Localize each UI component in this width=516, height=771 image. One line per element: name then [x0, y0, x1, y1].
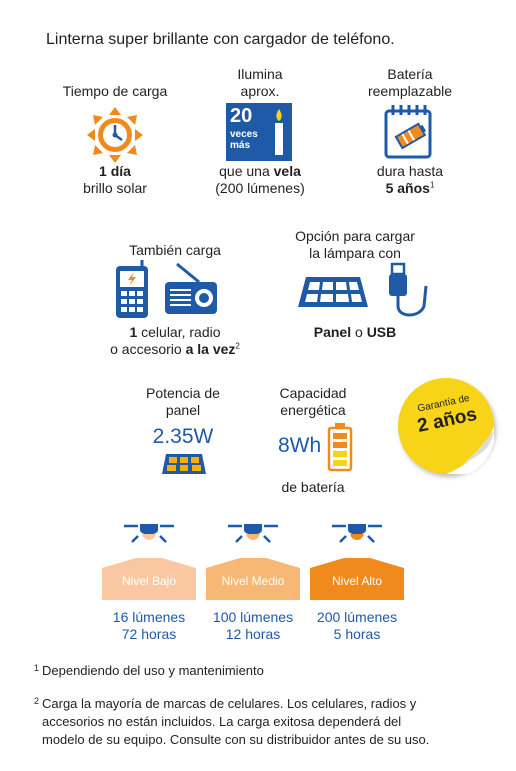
- battery-desc: dura hasta 5 años1: [376, 163, 444, 196]
- light-beam-low: [102, 558, 196, 600]
- charge-time-label: Tiempo de carga: [62, 83, 168, 99]
- badge-text: veces más: [230, 129, 258, 151]
- energy-value: 8Wh: [278, 434, 322, 457]
- level-medium-name: Nivel Medio: [221, 574, 285, 588]
- level-high-name: Nivel Alto: [331, 574, 383, 588]
- footnote-2: 2 Carga la mayoría de marcas de celulare…: [34, 696, 430, 747]
- battery-label: Batería reemplazable: [367, 66, 453, 99]
- usb-cable-icon: [389, 262, 428, 317]
- sun-clock-icon: [87, 107, 143, 163]
- radio-icon: [165, 262, 217, 314]
- lamp-high-icon: [332, 524, 382, 543]
- level-low-name: Nivel Bajo: [121, 574, 177, 588]
- footnote-1: 1 Dependiendo del uso y mantenimiento: [34, 663, 264, 678]
- light-beam-medium: [206, 558, 300, 600]
- lamp-medium-icon: [228, 524, 278, 543]
- page-curl-icon: [446, 426, 494, 474]
- light-beam-high: [310, 558, 404, 600]
- also-charges-desc: 1 celular, radio o accesorio a la vez2: [110, 324, 240, 357]
- solar-panel-small-icon: [162, 454, 206, 474]
- page-title: Linterna super brillante con cargador de…: [46, 31, 395, 48]
- calendar-battery-icon: [384, 105, 432, 159]
- illuminates-label: Ilumina aprox.: [237, 66, 283, 99]
- lamp-low-icon: [124, 524, 174, 543]
- also-charges-label: También carga: [129, 242, 221, 258]
- solar-panel-icon: [298, 277, 368, 307]
- panel-power-value: 2.35W: [152, 425, 214, 448]
- candle-icon: [275, 109, 283, 155]
- illuminates-desc: que una vela (200 lúmenes): [215, 163, 305, 196]
- badge-number: 20: [230, 105, 253, 127]
- charge-time-value: 1 día brillo solar: [83, 163, 147, 196]
- energy-desc: de batería: [281, 479, 345, 495]
- energy-label: Capacidad energética: [279, 385, 347, 418]
- charge-option-label: Opción para cargar la lámpara con: [295, 228, 415, 261]
- charge-option-desc: Panel o USB: [313, 324, 397, 340]
- panel-power-label: Potencia de panel: [146, 385, 220, 418]
- phone-icon: [116, 260, 148, 318]
- warranty-sticker: Garantía de 2 años: [398, 378, 494, 474]
- candle-badge: 20 veces más: [226, 103, 292, 161]
- battery-icon: [327, 423, 353, 472]
